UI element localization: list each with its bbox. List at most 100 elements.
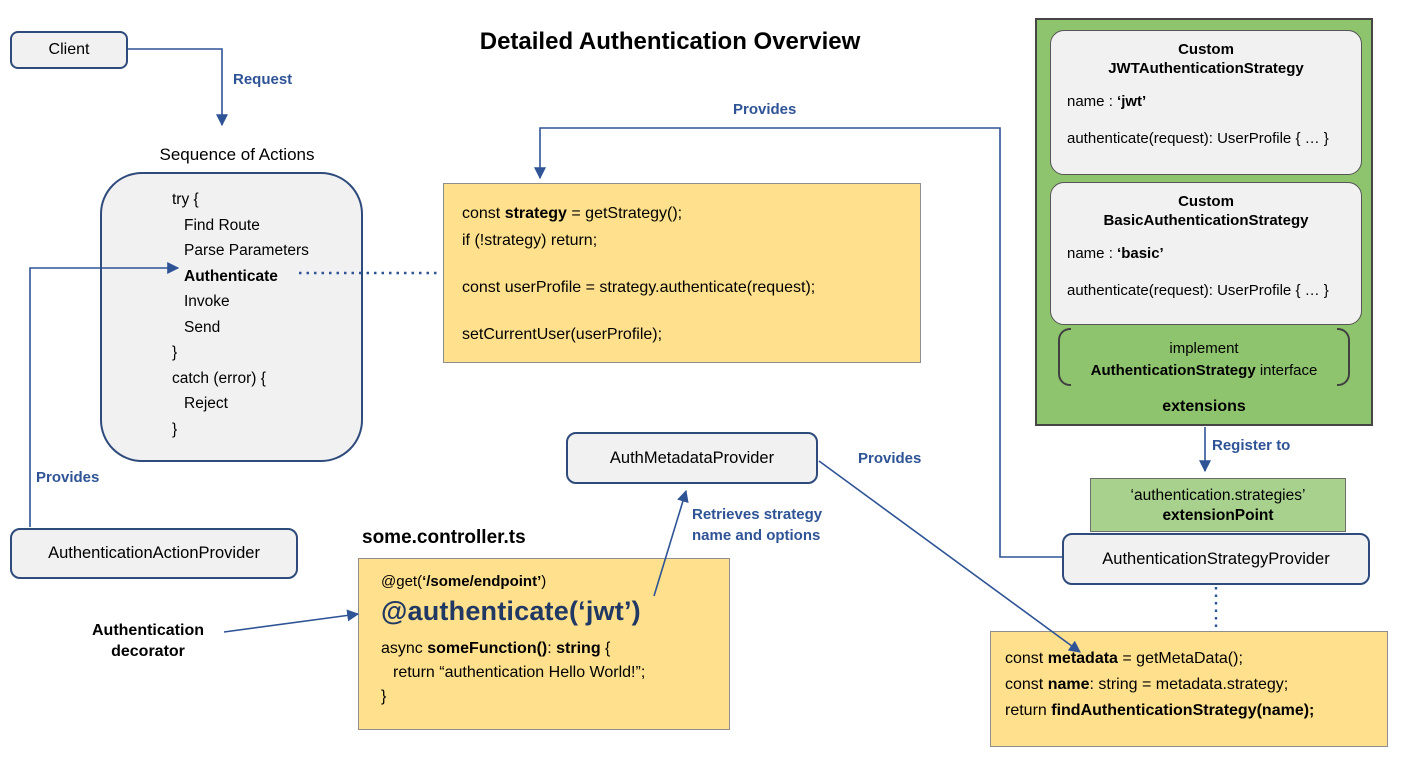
jwt-card-signature: authenticate(request): UserProfile { … } xyxy=(1067,130,1329,147)
basic-card-title-line1: Custom xyxy=(1178,193,1234,210)
code-text-bold: strategy xyxy=(504,205,567,222)
sequence-title: Sequence of Actions xyxy=(159,145,315,164)
code-line: const name: string = metadata.strategy; xyxy=(1005,672,1387,698)
retrieves-bold: name xyxy=(692,527,732,544)
code-line: return findAuthenticationStrategy(name); xyxy=(1005,698,1387,724)
code-text: : xyxy=(547,640,557,657)
code-text-bold: findAuthenticationStrategy(name); xyxy=(1051,702,1315,719)
jwt-strategy-card: Custom JWTAuthenticationStrategy name : … xyxy=(1050,30,1362,175)
basic-card-title-line2: BasicAuthenticationStrategy xyxy=(1103,212,1309,229)
code-line: const userProfile = strategy.authenticat… xyxy=(462,279,816,296)
authentication-decorator-label: Authentication decorator xyxy=(64,620,232,662)
code-text: async xyxy=(381,640,428,657)
code-text-bold: name xyxy=(1047,676,1090,693)
page-title: Detailed Authentication Overview xyxy=(479,28,861,55)
code-text: @get( xyxy=(381,573,423,590)
seq-line-reject: Reject xyxy=(184,395,228,412)
action-provider-label: AuthenticationActionProvider xyxy=(48,544,260,562)
code-text: return xyxy=(1005,702,1052,719)
code-line: const metadata = getMetaData(); xyxy=(1005,646,1387,672)
code-line: if (!strategy) return; xyxy=(462,232,598,249)
code-blank-line xyxy=(462,254,920,274)
extension-point-box: ‘authentication.strategies’ extensionPoi… xyxy=(1090,478,1346,532)
decorator-label-line2: decorator xyxy=(111,643,185,660)
code-line: setCurrentUser(userProfile); xyxy=(462,326,663,343)
code-line-close-brace: } xyxy=(381,688,387,705)
seq-line-try: try { xyxy=(172,191,199,208)
code-text: : string = metadata.strategy; xyxy=(1089,676,1289,693)
code-line-authenticate-decorator: @authenticate(‘jwt’) xyxy=(381,596,641,626)
code-line-get-decorator: @get(‘/some/endpoint’) xyxy=(381,573,729,590)
code-text-bold: metadata xyxy=(1047,650,1118,667)
implement-note: implement AuthenticationStrategy interfa… xyxy=(1037,338,1371,382)
sequence-box: try { Find Route Parse Parameters Authen… xyxy=(100,172,363,462)
extension-point-type: extensionPoint xyxy=(1162,507,1274,524)
implement-rest: interface xyxy=(1255,362,1318,379)
client-label: Client xyxy=(48,41,90,58)
code-line-return: return “authentication Hello World!”; xyxy=(393,664,646,681)
name-label: name : xyxy=(1067,245,1118,262)
controller-code-box: @get(‘/some/endpoint’) @authenticate(‘jw… xyxy=(358,558,730,730)
implement-line2: AuthenticationStrategy interface xyxy=(1037,360,1371,382)
controller-filename: some.controller.ts xyxy=(362,527,526,548)
code-text: const xyxy=(1005,650,1048,667)
basic-card-signature: authenticate(request): UserProfile { … } xyxy=(1067,282,1329,299)
seq-line-invoke: Invoke xyxy=(184,293,230,310)
code-text-bold: ‘/some/endpoint’ xyxy=(422,573,542,590)
basic-card-title: Custom BasicAuthenticationStrategy xyxy=(1051,192,1361,230)
seq-line-catch: catch (error) { xyxy=(172,369,266,387)
retrieves-note: Retrieves strategy name and options xyxy=(692,504,822,546)
seq-line-find-route: Find Route xyxy=(184,216,260,234)
name-value: ‘jwt’ xyxy=(1117,93,1147,110)
seq-line-close-brace: } xyxy=(172,344,178,361)
arrow-decorator-to-authenticate xyxy=(223,609,360,633)
retrieves-line1: Retrieves strategy xyxy=(692,506,823,523)
code-text: const xyxy=(1005,676,1048,693)
authentication-action-provider-box: AuthenticationActionProvider xyxy=(10,528,298,579)
basic-card-name-line: name : ‘basic’ xyxy=(1051,245,1361,262)
strategy-provider-label: AuthenticationStrategyProvider xyxy=(1102,549,1330,568)
code-text: ) xyxy=(541,573,547,590)
retrieves-rest: and options xyxy=(731,527,821,544)
auth-metadata-provider-box: AuthMetadataProvider xyxy=(566,432,818,484)
client-box: Client xyxy=(10,31,128,69)
code-text: const xyxy=(462,205,505,222)
jwt-card-title-line1: Custom xyxy=(1178,41,1234,58)
code-text-bold: someFunction() xyxy=(427,640,548,657)
arrow-metadataprovider-to-metadata-code xyxy=(818,460,1081,653)
extensions-panel: Custom JWTAuthenticationStrategy name : … xyxy=(1035,18,1373,426)
jwt-card-title: Custom JWTAuthenticationStrategy xyxy=(1051,40,1361,78)
seq-line-close-brace-2: } xyxy=(172,420,178,438)
strategy-action-code-box: const strategy = getStrategy(); if (!str… xyxy=(443,183,921,363)
request-label: Request xyxy=(233,71,293,88)
code-text-bold: string xyxy=(556,640,601,657)
provides-top-label: Provides xyxy=(733,101,797,118)
name-value: ‘basic’ xyxy=(1117,245,1164,262)
seq-line-authenticate: Authenticate xyxy=(184,267,278,285)
decorator-label-line1: Authentication xyxy=(92,622,204,639)
metadata-provider-label: AuthMetadataProvider xyxy=(609,448,775,467)
extensions-footer-label: extensions xyxy=(1162,398,1246,415)
basic-strategy-card: Custom BasicAuthenticationStrategy name … xyxy=(1050,182,1362,325)
jwt-card-title-line2: JWTAuthenticationStrategy xyxy=(1108,60,1304,77)
extension-point-name: ‘authentication.strategies’ xyxy=(1130,487,1306,504)
seq-line-send: Send xyxy=(184,318,221,336)
metadata-resolver-code-box: const metadata = getMetaData(); const na… xyxy=(990,631,1388,747)
code-text: { xyxy=(600,640,611,657)
code-line: const strategy = getStrategy(); xyxy=(462,200,920,227)
provides-left-label: Provides xyxy=(36,469,100,486)
code-text: = getMetaData(); xyxy=(1117,650,1243,667)
name-label: name : xyxy=(1067,93,1118,110)
arrow-client-to-sequence xyxy=(128,48,228,127)
authentication-strategy-provider-box: AuthenticationStrategyProvider xyxy=(1062,533,1370,585)
retrieves-line2: name and options xyxy=(692,525,822,546)
code-blank-line xyxy=(462,301,920,321)
code-line-function-signature: async someFunction(): string { xyxy=(381,637,729,661)
implement-line1: implement xyxy=(1169,340,1239,357)
implement-bold: AuthenticationStrategy xyxy=(1090,362,1256,379)
provides-mid-label: Provides xyxy=(858,450,922,467)
jwt-card-name-line: name : ‘jwt’ xyxy=(1051,93,1361,110)
seq-line-parse-parameters: Parse Parameters xyxy=(184,242,309,259)
code-text: = getStrategy(); xyxy=(566,205,683,222)
